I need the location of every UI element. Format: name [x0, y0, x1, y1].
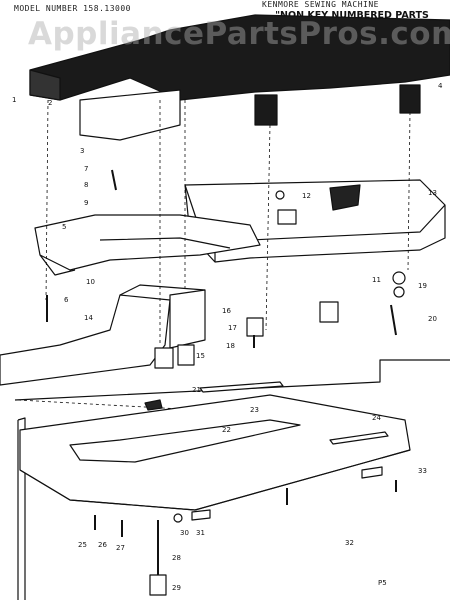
callout-19: 19	[418, 282, 427, 290]
rubber-foot-17	[319, 301, 339, 323]
callout-23: 23	[250, 406, 259, 414]
cover-arm	[0, 294, 171, 386]
callout-5: 5	[62, 223, 66, 231]
callout-15: 15	[196, 352, 205, 360]
callout-12: 12	[302, 192, 311, 200]
callout-22: 22	[222, 426, 231, 434]
callout-13: 13	[428, 189, 437, 197]
arm-housing-face	[29, 69, 61, 101]
callout-25: 25	[78, 541, 87, 549]
callout-26: 26	[98, 541, 107, 549]
rubber-foot-17b	[246, 317, 264, 337]
callout-1: 1	[12, 96, 16, 104]
callout-31: 31	[196, 529, 205, 537]
arm-leg-right	[399, 84, 421, 114]
callout-11a: 11	[372, 276, 381, 284]
callout-33: 33	[418, 467, 427, 475]
arm-housing	[29, 14, 450, 101]
cover-arm-upright	[169, 289, 206, 349]
callout-21: 21	[192, 386, 201, 394]
callout-3: 3	[80, 147, 84, 155]
callout-16: 16	[222, 307, 231, 315]
callout-10a: 10	[86, 278, 95, 286]
callout-7a: 7	[84, 165, 88, 173]
callout-20: 20	[428, 315, 437, 323]
foot-left	[154, 347, 174, 369]
foot-right	[177, 344, 195, 366]
weight-29	[149, 574, 167, 596]
arm-leg-left	[254, 94, 278, 126]
callout-32: 32	[345, 539, 354, 547]
bed-frame	[34, 214, 261, 271]
callout-29: 29	[172, 584, 181, 592]
callout-14: 14	[84, 314, 93, 322]
callout-28: 28	[172, 554, 181, 562]
face-cover	[79, 89, 181, 141]
page-ref: P5	[378, 579, 387, 587]
callout-9: 9	[84, 199, 88, 207]
spool-pin-23	[199, 381, 284, 393]
callout-4: 4	[438, 82, 443, 90]
callout-6: 6	[64, 296, 69, 304]
callout-27: 27	[116, 544, 125, 552]
brand-label: KENMORE SEWING MACHINE	[262, 0, 379, 9]
model-number-label: MODEL NUMBER 158.13000	[14, 4, 131, 13]
callout-24: 24	[372, 414, 381, 422]
callout-18a: 18	[226, 342, 235, 350]
callout-17a: 17	[228, 324, 237, 332]
spool-pin-24	[329, 431, 389, 445]
attachment-box-frame	[14, 359, 450, 600]
callout-8: 8	[84, 181, 88, 189]
callout-30: 30	[180, 529, 189, 537]
callout-2: 2	[48, 99, 52, 107]
